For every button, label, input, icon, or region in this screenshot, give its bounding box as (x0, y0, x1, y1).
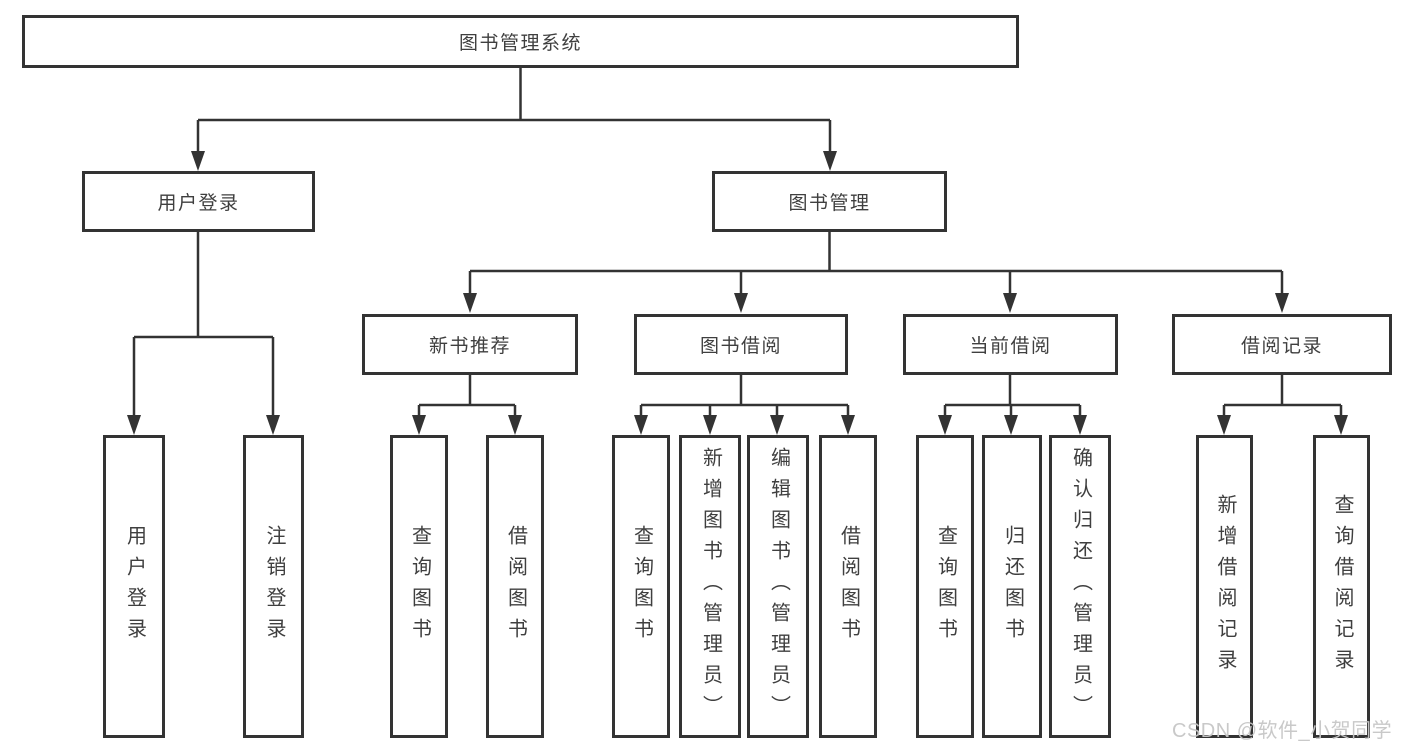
leaf-label: 借阅图书 (837, 524, 860, 649)
node-label: 新书推荐 (428, 336, 511, 357)
leaf-label: 查询图书 (408, 524, 431, 649)
node-book-borrowing: 图书借阅 (634, 314, 848, 375)
leaf-label: 确认归还（管理员） (1069, 447, 1092, 726)
leaf-return-books: 归还图书 (982, 435, 1042, 738)
leaf-add-borrow-record: 新增借阅记录 (1196, 435, 1253, 738)
leaf-label: 编辑图书（管理员） (767, 447, 790, 726)
leaf-edit-book-admin: 编辑图书（管理员） (747, 435, 809, 738)
leaf-logout: 注销登录 (243, 435, 304, 738)
node-user-login: 用户登录 (82, 171, 315, 232)
leaf-query-books-recommend: 查询图书 (390, 435, 448, 738)
leaf-query-books-current: 查询图书 (916, 435, 974, 738)
node-current-borrowing: 当前借阅 (903, 314, 1118, 375)
leaf-borrow-books-recommend: 借阅图书 (486, 435, 544, 738)
node-new-book-recommendation: 新书推荐 (362, 314, 578, 375)
leaf-label: 新增借阅记录 (1214, 493, 1236, 680)
leaf-label: 新增图书（管理员） (699, 447, 722, 726)
leaf-label: 归还图书 (1001, 524, 1024, 649)
leaf-query-borrow-record: 查询借阅记录 (1313, 435, 1370, 738)
node-label: 图书管理系统 (458, 33, 582, 54)
leaf-label: 注销登录 (263, 524, 285, 649)
leaf-label: 用户登录 (123, 524, 146, 649)
leaf-confirm-return-admin: 确认归还（管理员） (1049, 435, 1111, 738)
node-label: 图书管理 (788, 193, 871, 214)
leaf-label: 查询图书 (934, 524, 957, 649)
node-book-management: 图书管理 (712, 171, 947, 232)
leaf-label: 查询借阅记录 (1331, 493, 1353, 680)
node-book-management-system: 图书管理系统 (22, 15, 1019, 68)
leaf-label: 借阅图书 (504, 524, 527, 649)
node-label: 图书借阅 (699, 336, 782, 357)
node-label: 用户登录 (157, 193, 240, 214)
node-label: 当前借阅 (969, 336, 1052, 357)
leaf-add-book-admin: 新增图书（管理员） (679, 435, 741, 738)
leaf-label: 查询图书 (630, 524, 653, 649)
leaf-user-login: 用户登录 (103, 435, 165, 738)
csdn-watermark: CSDN @软件_小贺同学 (1172, 720, 1393, 742)
node-borrow-records: 借阅记录 (1172, 314, 1392, 375)
leaf-borrow-books-borrow: 借阅图书 (819, 435, 877, 738)
node-label: 借阅记录 (1240, 336, 1323, 357)
leaf-query-books-borrow: 查询图书 (612, 435, 670, 738)
